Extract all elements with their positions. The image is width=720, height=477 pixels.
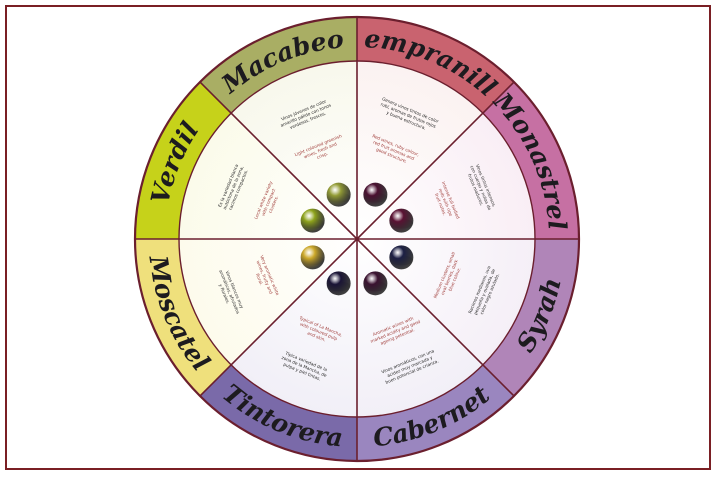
grape-berry-tintorera — [326, 271, 351, 296]
inner-wedge-cabernet — [357, 239, 483, 417]
ring-segment-cabernet — [357, 364, 514, 461]
grape-berry-syrah — [389, 245, 414, 270]
inner-wedge-monastrell — [357, 113, 535, 239]
grape-berry-moscatel — [300, 245, 325, 270]
grape-berry-verdil — [300, 208, 325, 233]
grape-berry-macabeo — [326, 182, 351, 207]
inner-wedge-tintorera — [231, 239, 357, 417]
sector-divider — [356, 238, 515, 397]
inner-wedge-verdil — [179, 113, 357, 239]
ring-segment-tintorera — [200, 364, 357, 461]
ring-segment-moscatel — [135, 239, 232, 396]
ring-segment-macabeo — [200, 17, 357, 114]
grape-berry-tempranillo — [363, 182, 388, 207]
ring-segment-tempranillo — [357, 17, 514, 114]
inner-wedge-macabeo — [231, 61, 357, 239]
inner-wedge-tempranillo — [357, 61, 483, 239]
grape-berry-cabernet — [363, 271, 388, 296]
sector-divider — [199, 238, 358, 397]
ring-segment-monastrell — [482, 82, 579, 239]
inner-ring-border — [178, 60, 536, 418]
ring-segment-syrah — [482, 239, 579, 396]
sector-divider — [199, 81, 358, 240]
inner-wedge-moscatel — [179, 239, 357, 365]
sector-divider — [356, 81, 515, 240]
outer-ring-border — [133, 15, 581, 463]
ring-segment-verdil — [135, 82, 232, 239]
inner-wedge-syrah — [357, 239, 535, 365]
grape-berry-monastrell — [389, 208, 414, 233]
